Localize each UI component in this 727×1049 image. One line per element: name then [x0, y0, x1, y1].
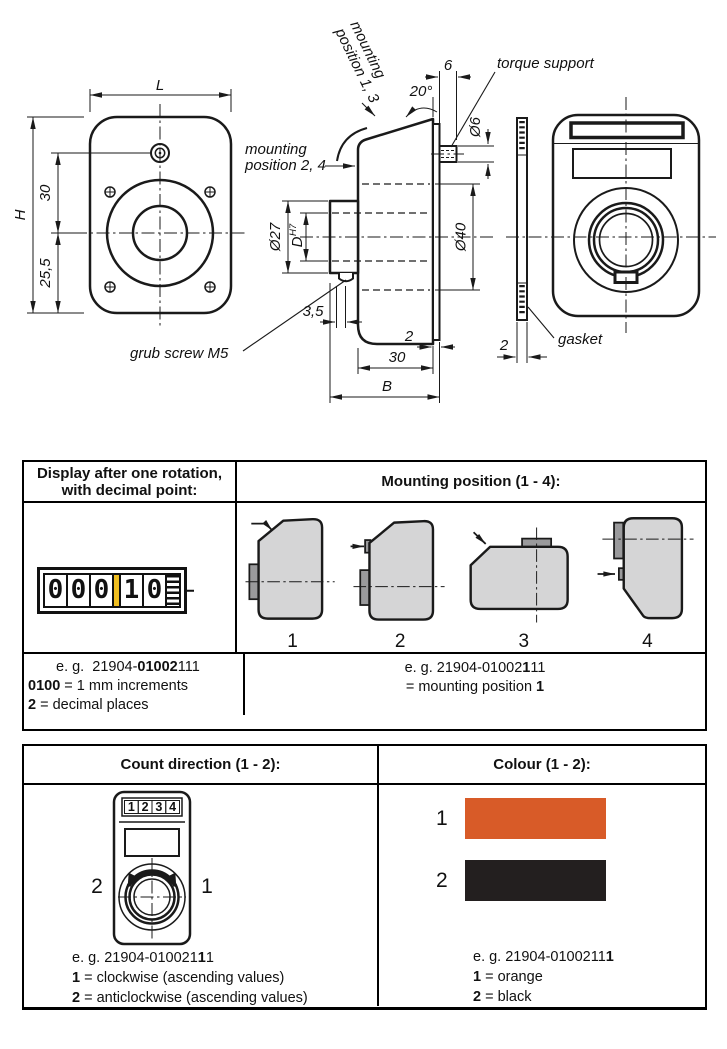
svg-text:3: 3: [155, 800, 162, 814]
torque-tab-icon: [359, 569, 371, 606]
label-grub-screw: grub screw M5: [130, 345, 229, 362]
svg-text:1: 1: [128, 800, 135, 814]
header-display: Display after one rotation, with decimal…: [24, 462, 237, 501]
direction-label-2: 2: [91, 875, 103, 898]
swatch-orange: [465, 798, 606, 839]
label-slot: [569, 121, 685, 140]
dim-30: 30: [37, 184, 54, 201]
side-body: [356, 117, 435, 346]
grub-screw-bump: [338, 273, 354, 283]
angle-20: 20°: [409, 83, 433, 100]
svg-text:2: 2: [142, 800, 149, 814]
decimal-point-marker: [114, 575, 121, 606]
label-torque-support: torque support: [497, 55, 595, 72]
svg-text:position 2, 4: position 2, 4: [244, 157, 326, 174]
counter-digit: 0: [144, 575, 167, 606]
table-display-mounting: Display after one rotation, with decimal…: [22, 460, 707, 731]
counter-digit: 0: [45, 575, 68, 606]
label-mounting-24: mounting position 2, 4: [244, 141, 326, 174]
dim-6: 6: [444, 57, 453, 74]
dim-3-5: 3,5: [303, 303, 325, 320]
dim-B: B: [382, 378, 392, 395]
dim-25-5: 25,5: [37, 258, 54, 289]
order-code-count-direction: e. g. 21904-01002111 1 = clockwise (asce…: [72, 950, 308, 1006]
mounting-position-2: 2: [348, 510, 452, 653]
counter-display: 0 0 0 1 0: [37, 567, 194, 614]
counter-digit: 0: [91, 575, 114, 606]
mounting-position-4: 4: [595, 510, 699, 653]
dim-D-tolerance: H7: [288, 223, 299, 236]
direction-label-1: 1: [201, 875, 213, 898]
chamfer-nose-arc: [336, 127, 368, 162]
colour-option-1: 1: [436, 807, 448, 830]
header-count-direction: Count direction (1 - 2):: [24, 746, 379, 783]
counter-digit: 0: [68, 575, 91, 606]
side-view: Ø27 D H7 Ø40 6 Ø6: [130, 18, 595, 403]
rear-view: 2 gasket: [497, 97, 716, 363]
gasket: [516, 117, 528, 321]
dim-D: D: [289, 236, 306, 247]
technical-drawing: L H 30 25,5: [12, 18, 716, 403]
label-mounting-13: mounting position 1, 3: [331, 18, 389, 106]
count-direction-device: 1 2 3 4 2 1: [91, 790, 213, 946]
torque-tab-icon: [613, 521, 625, 560]
order-code-display: e. g. 21904-01002111 0100 = 1 mm increme…: [24, 654, 245, 715]
dim-2-flange: 2: [404, 328, 414, 345]
label-gasket: gasket: [558, 331, 603, 348]
device-digit-strip: 1 2 3 4: [124, 800, 180, 814]
counter-tick: [185, 589, 194, 592]
table-count-colour: Count direction (1 - 2): Colour (1 - 2):…: [22, 744, 707, 1010]
dim-dia6: Ø6: [467, 116, 484, 138]
header-mounting-position: Mounting position (1 - 4):: [381, 473, 561, 490]
dim-2-gasket: 2: [499, 337, 509, 354]
corner-screws: [104, 186, 216, 293]
rotation-arrow-icon: [126, 869, 178, 888]
svg-text:mounting: mounting: [245, 141, 307, 158]
dim-L: L: [156, 77, 164, 94]
counter-digit: 1: [121, 575, 144, 606]
count-direction-cell: 1 2 3 4 2 1: [24, 785, 379, 1006]
adjustment-wheel-icon: [167, 575, 179, 606]
colour-cell: 1 2 e. g. 21904-01002111 1 = orange 2 = …: [379, 785, 705, 1006]
display-window: [572, 148, 672, 179]
swatch-black: [465, 860, 606, 901]
front-view: L H 30 25,5: [12, 77, 248, 326]
order-code-colour: e. g. 21904-01002111 1 = orange 2 = blac…: [473, 949, 614, 1005]
flange-plate: [432, 123, 441, 341]
dim-H: H: [12, 209, 29, 220]
svg-text:4: 4: [169, 800, 176, 814]
mounting-positions: 1 2: [237, 503, 705, 652]
mounting-position-1: 1: [243, 510, 343, 653]
colour-option-2: 2: [436, 869, 448, 892]
dim-dia40: Ø40: [453, 222, 470, 252]
order-code-mounting: e. g. 21904-01002111 = mounting position…: [404, 660, 546, 695]
dim-30-depth: 30: [389, 349, 406, 366]
dim-dia27: Ø27: [267, 222, 284, 252]
bore-circle: [131, 204, 189, 262]
flange-circle: [105, 178, 215, 288]
device-window: [124, 828, 180, 857]
header-colour: Colour (1 - 2):: [493, 756, 591, 773]
mounting-position-3: 3: [458, 510, 590, 653]
